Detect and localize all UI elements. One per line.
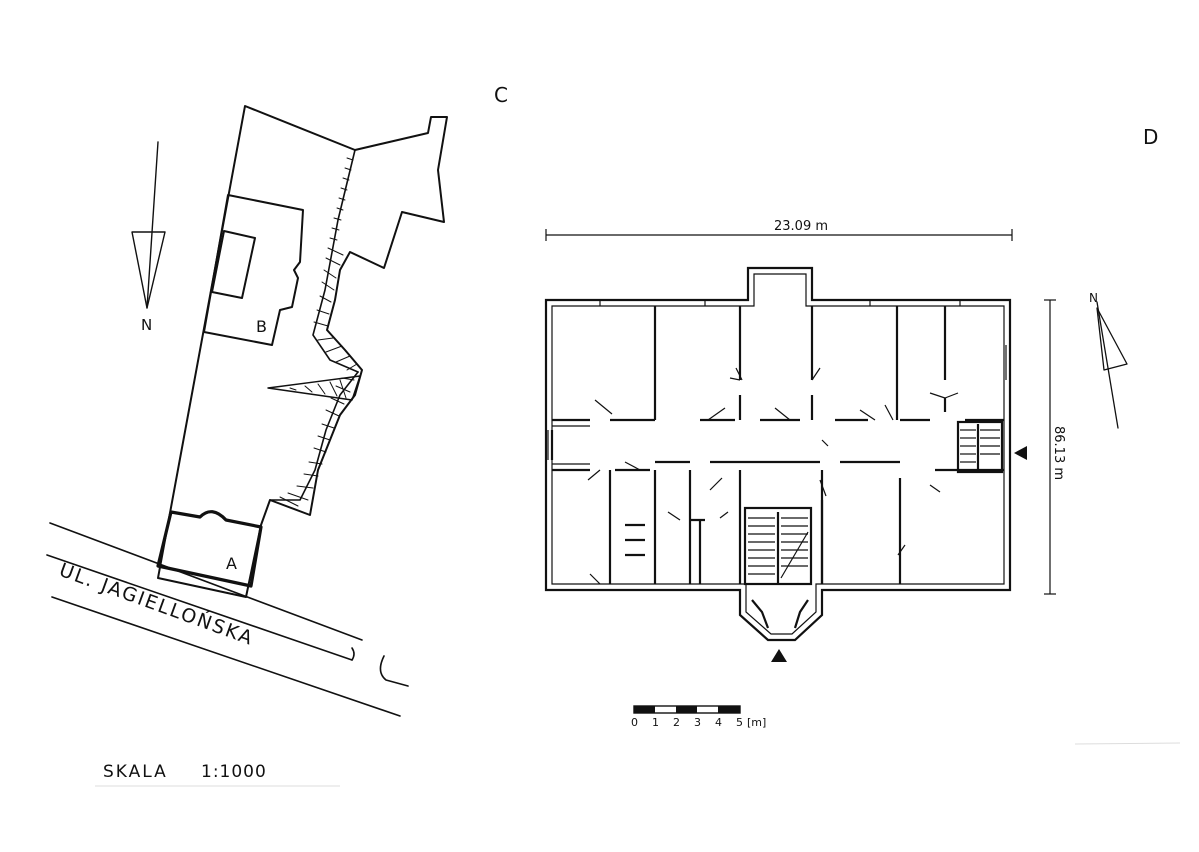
scale-tick-5: 5 — [736, 716, 743, 729]
scale-tick-0: 0 — [631, 716, 638, 729]
main-staircase — [743, 506, 813, 586]
side-entrance-marker-icon — [1014, 446, 1027, 460]
graphic-scale-bar: 0 1 2 3 4 5 [m] — [631, 705, 766, 729]
main-entrance-marker-icon — [771, 649, 787, 662]
hatched-path — [269, 149, 359, 507]
depth-dimension: 86.13 m — [1044, 299, 1066, 595]
scale-note: SKALA 1:1000 — [103, 762, 267, 782]
scale-note-label: SKALA — [103, 762, 168, 782]
interior-partitions — [599, 300, 961, 584]
depth-dimension-label: 86.13 m — [1051, 426, 1066, 480]
wall-stubs — [547, 345, 1007, 584]
building-a: A — [156, 510, 263, 588]
sheet-letter-d: D — [1143, 125, 1158, 149]
outer-walls — [544, 266, 1012, 642]
wedge-shadow — [267, 375, 361, 401]
entrance-vestibule — [751, 599, 809, 629]
corridor-walls — [550, 418, 1004, 472]
side-staircase — [956, 420, 1004, 474]
site-plan: N — [46, 105, 448, 717]
scale-tick-2: 2 — [673, 716, 680, 729]
property-boundary — [157, 105, 448, 598]
sheet-letter-c: C — [494, 83, 508, 107]
scale-tick-3: 3 — [694, 716, 701, 729]
door-swings — [587, 367, 959, 585]
plan-north-arrow-icon: N — [1089, 291, 1128, 429]
building-a-label: A — [226, 554, 237, 573]
building-b-label: B — [256, 317, 267, 336]
floor-plan: 23.09 m 86.13 m N — [544, 219, 1128, 729]
sheet-edge-line-right — [1074, 742, 1181, 745]
scale-note-value: 1:1000 — [201, 762, 267, 782]
north-label: N — [141, 316, 152, 334]
north-arrow-icon: N — [131, 141, 166, 334]
building-b: B — [203, 194, 304, 346]
scale-tick-1: 1 — [652, 716, 659, 729]
width-dimension-label: 23.09 m — [774, 219, 828, 234]
scale-tick-4: 4 — [715, 716, 722, 729]
street: UL. JAGIELLOŃSKA — [46, 522, 409, 717]
plan-north-label: N — [1089, 291, 1098, 305]
scale-unit: [m] — [747, 716, 766, 729]
width-dimension: 23.09 m — [545, 219, 1013, 241]
